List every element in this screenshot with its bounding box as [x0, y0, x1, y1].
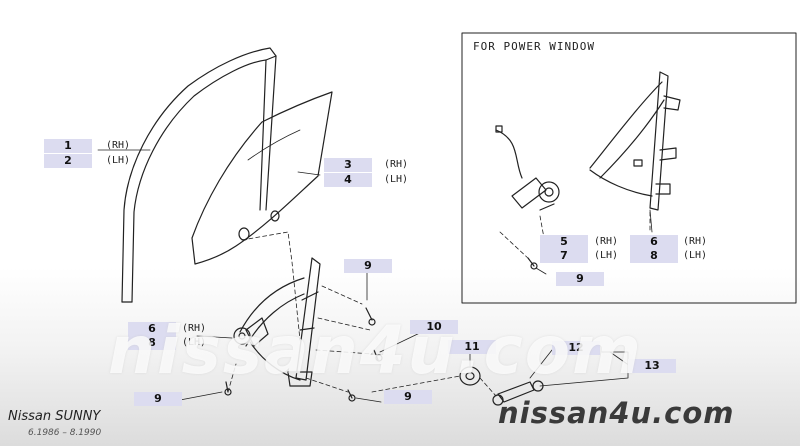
power-window-regulator — [589, 71, 681, 211]
part-tag: 2 — [44, 154, 92, 168]
part-side: (LH) — [594, 250, 619, 261]
part-tag: 10 — [410, 320, 458, 334]
handle-parts — [459, 366, 544, 406]
part-tag: 7 — [540, 249, 588, 263]
part-side: (RH) — [384, 159, 409, 170]
model-name: Nissan SUNNY — [8, 409, 101, 424]
watermark-small: nissan4u.com — [498, 396, 735, 430]
part-tag: 5 — [540, 235, 588, 249]
part-tag: 9 — [556, 272, 604, 286]
part-side: (LH) — [106, 155, 131, 166]
part-tag: 4 — [324, 173, 372, 187]
part-tag: 9 — [134, 392, 182, 406]
part-tag: 6 — [128, 322, 176, 336]
part-side: (RH) — [683, 236, 708, 247]
screws — [224, 257, 538, 402]
part-side: (RH) — [182, 323, 207, 334]
power-window-inset-frame — [461, 32, 797, 304]
part-side: (LH) — [182, 337, 207, 348]
part-tag: 9 — [384, 390, 432, 404]
part-side: (LH) — [683, 250, 708, 261]
manual-regulator — [233, 257, 321, 387]
part-tag: 6 — [630, 235, 678, 249]
model-years: 6.1986 – 8.1990 — [28, 428, 102, 438]
part-tag: 8 — [630, 249, 678, 263]
door-glass — [191, 91, 333, 265]
part-side: (LH) — [384, 174, 409, 185]
power-window-motor — [495, 125, 560, 211]
part-tag: 1 — [44, 139, 92, 153]
door-sash — [121, 47, 277, 303]
inset-title: FOR POWER WINDOW — [473, 40, 595, 53]
watermark-large: nissan4u.com — [108, 312, 643, 389]
part-tag: 9 — [344, 259, 392, 273]
part-tag: 8 — [128, 336, 176, 350]
part-tag: 3 — [324, 158, 372, 172]
part-side: (RH) — [594, 236, 619, 247]
part-tag: 13 — [628, 359, 676, 373]
part-tag: 11 — [448, 340, 496, 354]
part-side: (RH) — [106, 140, 131, 151]
part-tag: 12 — [552, 341, 600, 355]
